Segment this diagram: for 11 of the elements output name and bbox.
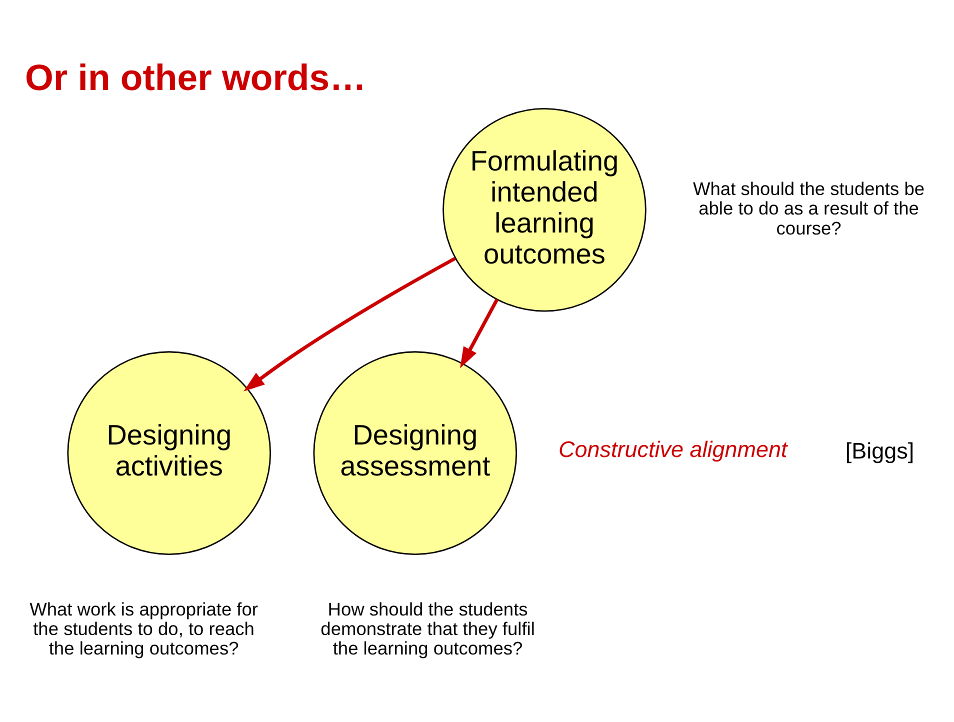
node-label: How should the students demonstrate that they fulfil the learning outcomes? [320, 598, 535, 659]
arrow [244, 256, 456, 392]
node-circle: Formulating intended learning outcomes [442, 108, 646, 312]
node-circle: Designing activities [67, 351, 272, 556]
diagram-title: Or in other words… [25, 57, 366, 98]
node-label: What work is appropriate for the students to do, to reach the learning outcomes? [30, 598, 258, 659]
label: [Biggs] [845, 438, 914, 464]
label: Constructive alignment [558, 437, 788, 462]
node-label: What should the students be able to do as a result of the course? [693, 178, 925, 238]
arrow [460, 298, 499, 368]
node-circle: Designing assessment [313, 351, 518, 556]
